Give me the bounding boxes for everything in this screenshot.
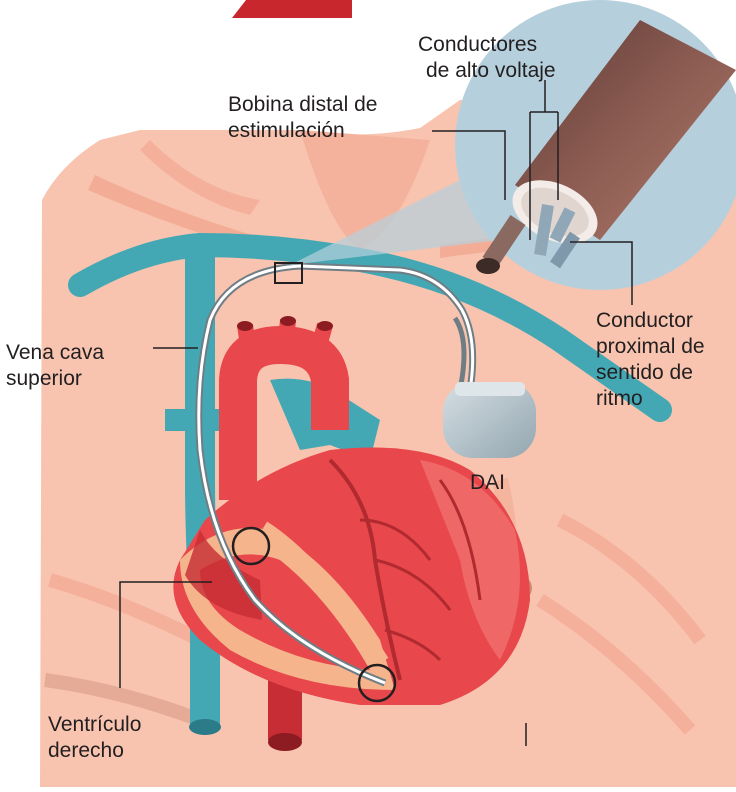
label-proximal-line1: Conductor xyxy=(596,308,705,334)
label-bobina-distal: Bobina distal de estimulación xyxy=(228,92,377,144)
label-bobina-line2: estimulación xyxy=(228,118,377,144)
label-vena-cava: Vena cava superior xyxy=(6,340,104,392)
label-proximal-line2: proximal de xyxy=(596,334,705,360)
label-ventriculo-line1: Ventrículo xyxy=(48,712,141,738)
label-ventriculo-line2: derecho xyxy=(48,738,141,764)
label-conductores-alto-voltaje: Conductores de alto voltaje xyxy=(418,32,556,84)
branch-top-2 xyxy=(280,316,296,326)
ivc-opening xyxy=(189,719,221,735)
label-dai: DAI xyxy=(470,470,505,496)
label-vena-line2: superior xyxy=(6,366,104,392)
dai-header xyxy=(455,382,525,396)
hv-conductor-1 xyxy=(540,205,548,255)
label-conductores-line2: de alto voltaje xyxy=(426,58,556,84)
label-proximal-line3: sentido de xyxy=(596,360,705,386)
label-proximal-line4: ritmo xyxy=(596,386,705,412)
distal-coil-tip xyxy=(476,258,500,274)
label-ventriculo-derecho: Ventrículo derecho xyxy=(48,712,141,764)
branch-top-1 xyxy=(237,321,253,331)
label-conductor-proximal: Conductor proximal de sentido de ritmo xyxy=(596,308,705,412)
aorta-opening xyxy=(268,733,302,751)
top-tab-shape xyxy=(232,0,352,18)
label-conductores-line1: Conductores xyxy=(418,32,556,58)
branch-top-3 xyxy=(317,321,333,331)
label-bobina-line1: Bobina distal de xyxy=(228,92,377,118)
label-vena-line1: Vena cava xyxy=(6,340,104,366)
